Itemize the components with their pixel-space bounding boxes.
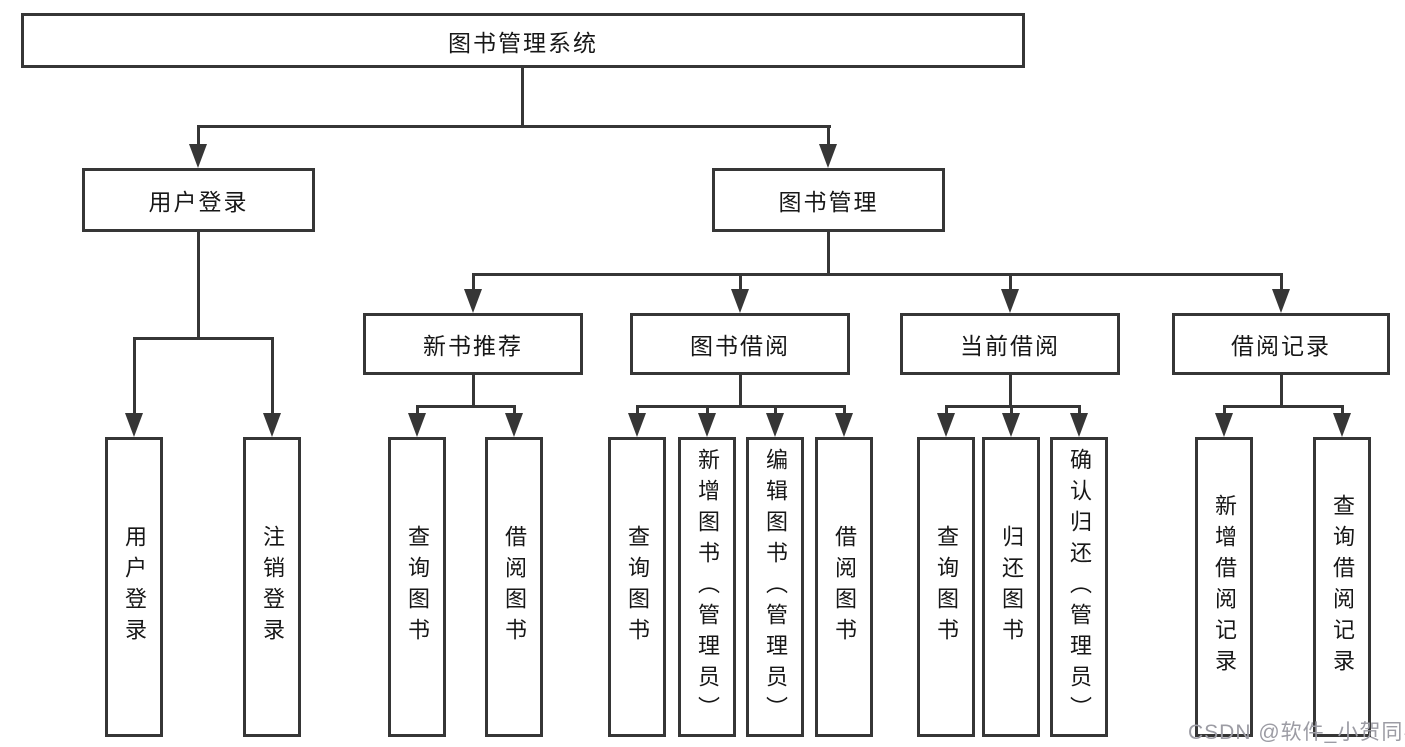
connector-line — [472, 375, 475, 408]
connector-line — [472, 273, 475, 293]
node-root-label: 图书管理系统 — [448, 29, 598, 56]
connector-line — [1009, 273, 1012, 293]
watermark-text: CSDN @软件_小贺同学 — [1188, 721, 1405, 744]
node-user-login-label: 用户登录 — [148, 189, 249, 215]
connector-line — [636, 405, 639, 417]
connector-line — [133, 337, 136, 417]
node-current-borrow-label: 当前借阅 — [960, 333, 1060, 359]
node-book-borrow-label: 图书借阅 — [690, 333, 790, 359]
node-leaf-query-book-current-label: 查询图书 — [934, 525, 959, 649]
connector-line — [827, 125, 830, 149]
node-leaf-add-borrow-record: 新增借阅记录 — [1195, 437, 1253, 737]
connector-line — [416, 405, 516, 408]
arrow-down-icon — [263, 413, 281, 437]
connector-line — [827, 232, 830, 276]
node-leaf-query-book-current: 查询图书 — [917, 437, 975, 737]
arrow-down-icon — [408, 413, 426, 437]
arrow-down-icon — [731, 289, 749, 313]
connector-line — [1341, 405, 1344, 417]
arrow-down-icon — [1002, 413, 1020, 437]
node-leaf-edit-book-admin-label: 编辑图书（管理员） — [763, 447, 788, 727]
connector-line — [1223, 405, 1226, 417]
node-leaf-query-book-borrow-label: 查询图书 — [625, 525, 650, 649]
node-new-book-recommend-label: 新书推荐 — [423, 333, 523, 359]
arrow-down-icon — [1070, 413, 1088, 437]
connector-line — [1280, 375, 1283, 408]
arrow-down-icon — [464, 289, 482, 313]
connector-line — [1010, 405, 1013, 417]
connector-line — [1280, 273, 1283, 293]
node-leaf-query-borrow-record-label: 查询借阅记录 — [1330, 494, 1355, 680]
node-leaf-query-book-recommend-label: 查询图书 — [405, 525, 430, 649]
node-leaf-add-book-admin-label: 新增图书（管理员） — [695, 447, 720, 727]
connector-line — [636, 405, 846, 408]
node-book-borrow: 图书借阅 — [630, 313, 850, 375]
arrow-down-icon — [1001, 289, 1019, 313]
connector-line — [945, 405, 1081, 408]
node-leaf-user-login: 用户登录 — [105, 437, 163, 737]
node-borrow-records: 借阅记录 — [1172, 313, 1390, 375]
arrow-down-icon — [835, 413, 853, 437]
connector-line — [472, 273, 1283, 276]
node-current-borrow: 当前借阅 — [900, 313, 1120, 375]
connector-line — [843, 405, 846, 417]
arrow-down-icon — [1272, 289, 1290, 313]
connector-line — [774, 405, 777, 417]
arrow-down-icon — [628, 413, 646, 437]
connector-line — [1223, 405, 1344, 408]
arrow-down-icon — [698, 413, 716, 437]
connector-line — [1009, 375, 1012, 408]
connector-line — [416, 405, 419, 417]
node-leaf-user-login-label: 用户登录 — [122, 525, 147, 649]
node-book-management: 图书管理 — [712, 168, 945, 232]
node-leaf-return-book: 归还图书 — [982, 437, 1040, 737]
connector-line — [197, 125, 831, 128]
connector-line — [521, 68, 524, 128]
node-root: 图书管理系统 — [21, 13, 1025, 68]
connector-line — [739, 273, 742, 293]
arrow-down-icon — [1333, 413, 1351, 437]
arrow-down-icon — [937, 413, 955, 437]
arrow-down-icon — [1215, 413, 1233, 437]
arrow-down-icon — [125, 413, 143, 437]
node-leaf-confirm-return-admin-label: 确认归还（管理员） — [1067, 447, 1092, 727]
connector-line — [1078, 405, 1081, 417]
node-new-book-recommend: 新书推荐 — [363, 313, 583, 375]
node-leaf-logout: 注销登录 — [243, 437, 301, 737]
node-leaf-confirm-return-admin: 确认归还（管理员） — [1050, 437, 1108, 737]
node-book-management-label: 图书管理 — [778, 189, 879, 215]
node-leaf-logout-label: 注销登录 — [260, 525, 285, 649]
node-leaf-borrow-book: 借阅图书 — [815, 437, 873, 737]
node-leaf-return-book-label: 归还图书 — [999, 525, 1024, 649]
connector-line — [945, 405, 948, 417]
node-leaf-query-borrow-record: 查询借阅记录 — [1313, 437, 1371, 737]
connector-line — [197, 125, 200, 149]
arrow-down-icon — [819, 144, 837, 168]
node-leaf-query-book-borrow: 查询图书 — [608, 437, 666, 737]
arrow-down-icon — [766, 413, 784, 437]
arrow-down-icon — [505, 413, 523, 437]
connector-line — [133, 337, 274, 340]
connector-line — [706, 405, 709, 417]
arrow-down-icon — [189, 144, 207, 168]
node-leaf-add-borrow-record-label: 新增借阅记录 — [1212, 494, 1237, 680]
connector-line — [739, 375, 742, 408]
node-leaf-borrow-book-recommend: 借阅图书 — [485, 437, 543, 737]
node-leaf-borrow-book-label: 借阅图书 — [832, 525, 857, 649]
node-leaf-borrow-book-recommend-label: 借阅图书 — [502, 525, 527, 649]
node-leaf-edit-book-admin: 编辑图书（管理员） — [746, 437, 804, 737]
connector-line — [271, 337, 274, 417]
node-user-login: 用户登录 — [82, 168, 315, 232]
node-borrow-records-label: 借阅记录 — [1231, 333, 1331, 359]
connector-line — [513, 405, 516, 417]
connector-line — [197, 232, 200, 340]
node-leaf-add-book-admin: 新增图书（管理员） — [678, 437, 736, 737]
node-leaf-query-book-recommend: 查询图书 — [388, 437, 446, 737]
